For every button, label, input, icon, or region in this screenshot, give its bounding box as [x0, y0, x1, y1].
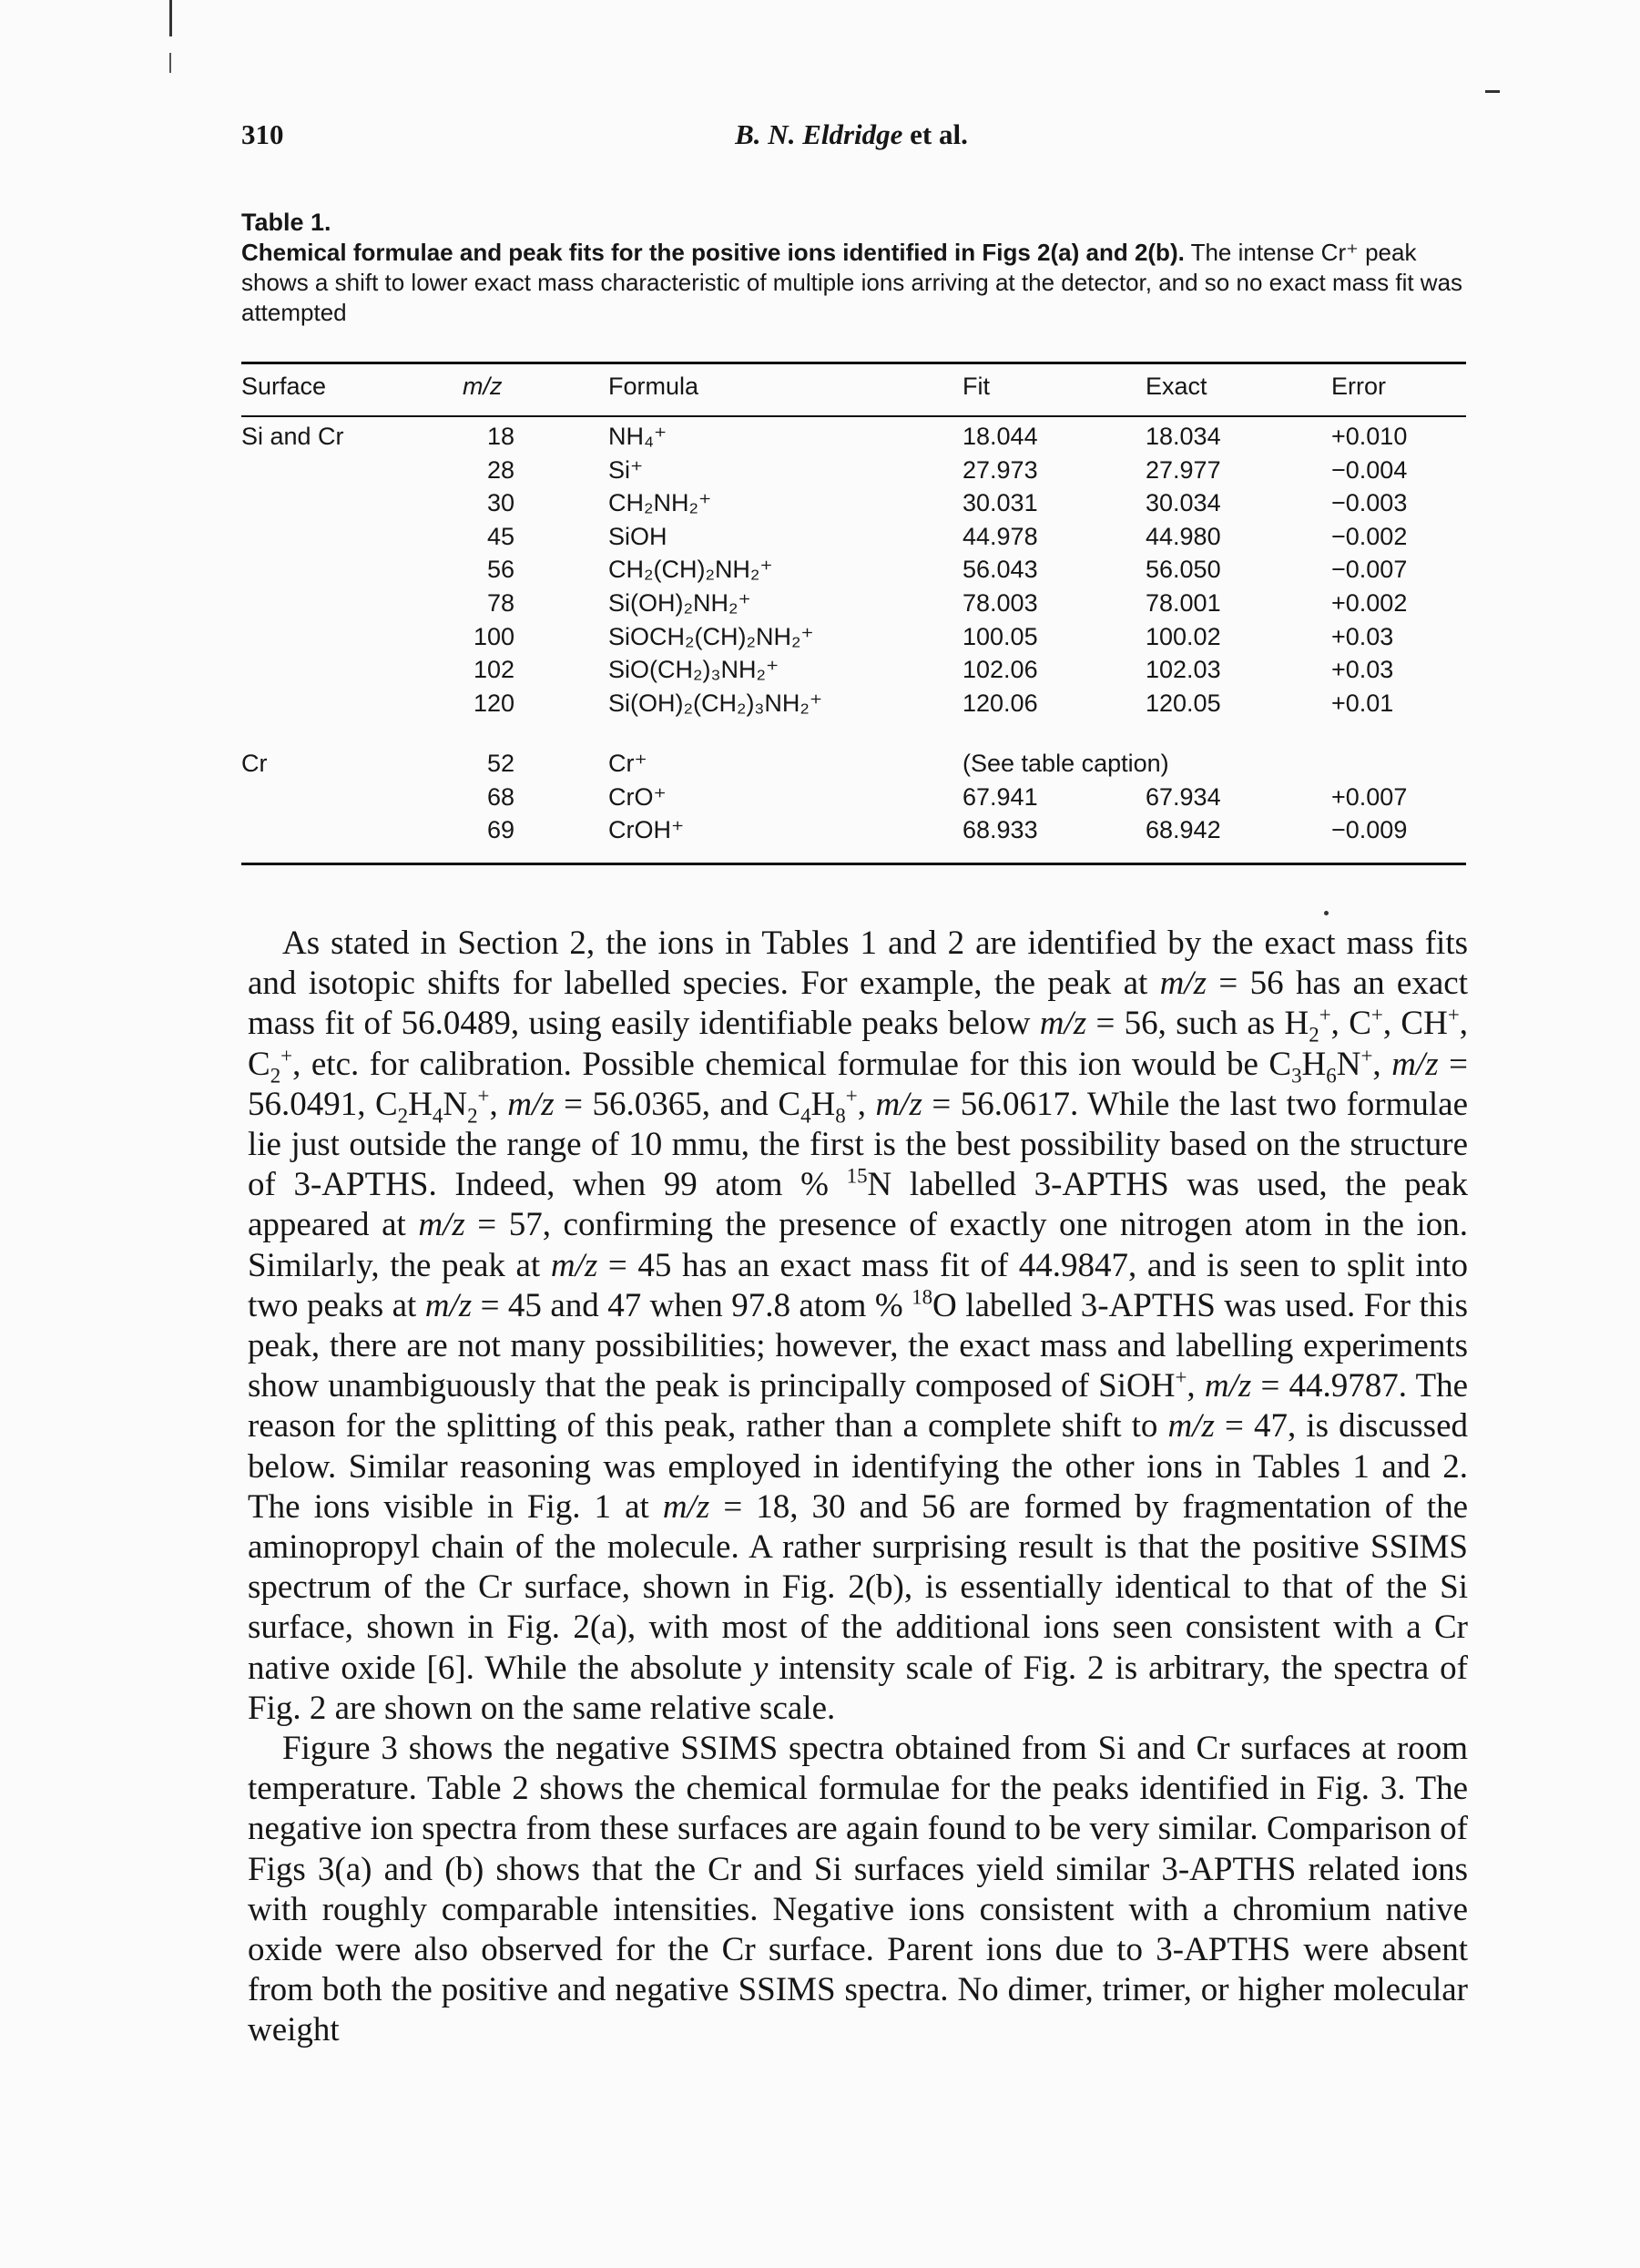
cell-formula: SiOH [608, 522, 667, 550]
cell-fit: 27.973 [963, 455, 1038, 484]
cell-error: −0.003 [1331, 489, 1408, 517]
table-bottom-rule [241, 863, 1466, 865]
cell-note: (See table caption) [963, 750, 1169, 777]
cell-mz: 52 [486, 750, 514, 777]
cell-error: +0.007 [1331, 782, 1408, 811]
running-head-authors: B. N. Eldridge [735, 118, 903, 150]
running-head-etal: et al. [910, 118, 968, 150]
cell-mz: 69 [486, 816, 514, 844]
cell-formula: CH₂NH₂⁺ [608, 489, 712, 517]
cell-error: +0.03 [1331, 656, 1394, 684]
running-head: B. N. Eldridge et al. [241, 118, 1462, 151]
cell-fit: 18.044 [963, 423, 1038, 450]
cell-fit: 44.978 [963, 522, 1038, 550]
group-surface: Cr [241, 750, 268, 777]
cell-mz: 100 [473, 622, 514, 650]
cell-mz: 28 [486, 455, 514, 484]
cell-fit: 100.05 [963, 622, 1038, 650]
cell-mz: 102 [473, 656, 514, 684]
table-caption-rest: The intense Cr⁺ peak shows a shift to lo… [241, 239, 1463, 326]
cell-fit: 30.031 [963, 489, 1038, 517]
table-header-rule [241, 415, 1466, 417]
cell-exact: 67.934 [1146, 782, 1221, 811]
cell-fit: 68.933 [963, 816, 1038, 844]
column-header-formula: Formula [608, 373, 699, 400]
cell-formula: CrOH⁺ [608, 816, 685, 844]
scan-mark [1324, 911, 1329, 915]
scan-mark [169, 0, 172, 36]
cell-formula: SiOCH₂(CH)₂NH₂⁺ [608, 622, 814, 650]
column-header-fit: Fit [963, 373, 990, 400]
cell-mz: 18 [486, 423, 514, 450]
cell-error: +0.002 [1331, 589, 1408, 617]
cell-error: +0.03 [1331, 622, 1394, 650]
cell-mz: 120 [473, 689, 514, 717]
scan-mark [169, 53, 171, 73]
cell-formula: Si⁺ [608, 455, 644, 484]
cell-exact: 30.034 [1146, 489, 1221, 517]
cell-exact: 56.050 [1146, 556, 1221, 584]
cell-exact: 102.03 [1146, 656, 1221, 684]
column-header-surface: Surface [241, 373, 327, 400]
table-caption: Chemical formulae and peak fits for the … [241, 238, 1466, 328]
cell-mz: 78 [486, 589, 514, 617]
cell-fit: 102.06 [963, 656, 1038, 684]
column-header-error: Error [1331, 373, 1386, 400]
cell-error: −0.009 [1331, 816, 1408, 844]
table-caption-lead: Chemical formulae and peak fits for the … [241, 239, 1185, 266]
cell-formula: CrO⁺ [608, 782, 667, 811]
cell-mz: 68 [486, 782, 514, 811]
table-label: Table 1. [241, 209, 331, 236]
cell-fit: 67.941 [963, 782, 1038, 811]
cell-error: +0.010 [1331, 423, 1408, 450]
page-number: 310 [241, 118, 284, 150]
column-header-exact: Exact [1146, 373, 1207, 400]
cell-fit: 120.06 [963, 689, 1038, 717]
cell-error: −0.007 [1331, 556, 1408, 584]
cell-exact: 68.942 [1146, 816, 1221, 844]
scan-mark [1485, 90, 1500, 93]
cell-exact: 78.001 [1146, 589, 1221, 617]
group-surface: Si and Cr [241, 423, 344, 450]
cell-mz: 30 [486, 489, 514, 517]
cell-exact: 44.980 [1146, 522, 1221, 550]
cell-mz: 56 [486, 556, 514, 584]
cell-formula: SiO(CH₂)₃NH₂⁺ [608, 656, 779, 684]
cell-formula: CH₂(CH)₂NH₂⁺ [608, 556, 773, 584]
cell-error: −0.002 [1331, 522, 1408, 550]
cell-exact: 27.977 [1146, 455, 1221, 484]
cell-formula: Si(OH)₂NH₂⁺ [608, 589, 751, 617]
cell-formula: Cr⁺ [608, 750, 647, 777]
body-text: As stated in Section 2, the ions in Tabl… [248, 925, 1469, 2049]
cell-exact: 120.05 [1146, 689, 1221, 717]
cell-exact: 100.02 [1146, 622, 1221, 650]
cell-formula: Si(OH)₂(CH₂)₃NH₂⁺ [608, 689, 823, 717]
column-header-mz: m/z [463, 373, 503, 400]
cell-exact: 18.034 [1146, 423, 1221, 450]
table-top-rule [241, 362, 1466, 364]
cell-error: +0.01 [1331, 689, 1394, 717]
cell-mz: 45 [486, 522, 514, 550]
cell-formula: NH₄⁺ [608, 423, 667, 450]
cell-fit: 56.043 [963, 556, 1038, 584]
page-header: 310 B. N. Eldridge et al. [241, 118, 1462, 155]
cell-fit: 78.003 [963, 589, 1038, 617]
cell-error: −0.004 [1331, 455, 1408, 484]
